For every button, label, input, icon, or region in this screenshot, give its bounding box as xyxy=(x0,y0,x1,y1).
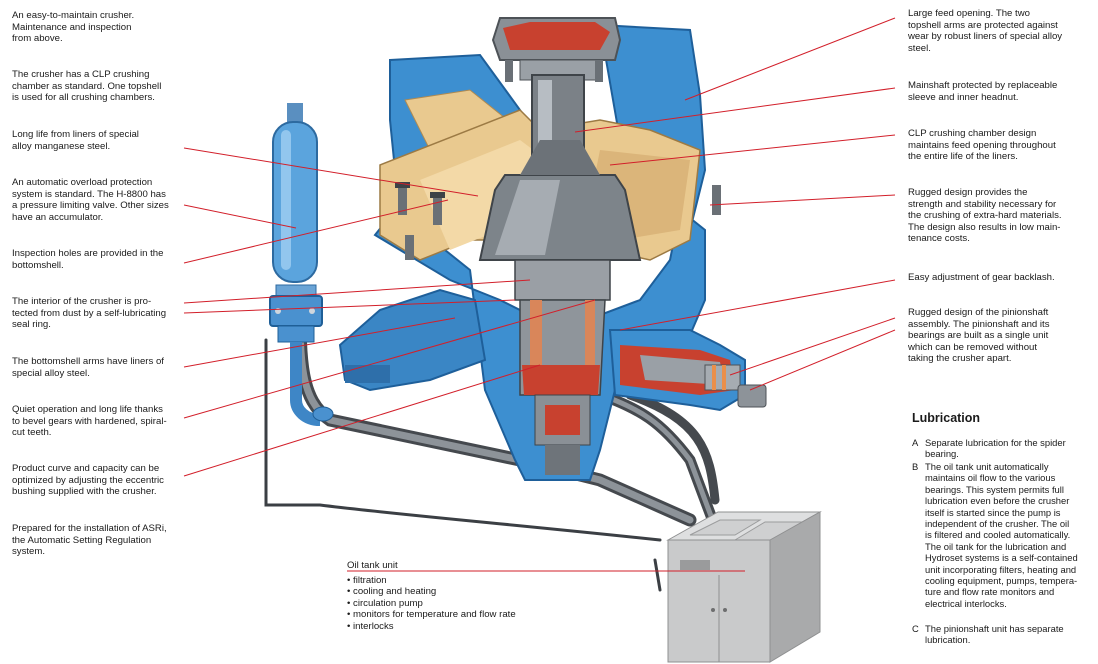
callout-eccentric-bushing: Product curve and capacity can be optimi… xyxy=(12,463,164,498)
lubrication-text: Separate lubrication for the spider bear… xyxy=(925,437,1066,460)
callout-gear-backlash: Easy adjustment of gear backlash. xyxy=(908,272,1055,283)
lubrication-key: B xyxy=(912,461,919,472)
accumulator xyxy=(269,103,334,426)
oil-tank-title: Oil tank unit xyxy=(347,560,398,571)
oil-tank-item: monitors for temperature and flow rate xyxy=(347,609,516,621)
callout-overload-protection: An automatic overload protection system … xyxy=(12,177,169,223)
oil-tank-item: cooling and heating xyxy=(347,586,516,598)
callout-clp-design: CLP crushing chamber design maintains fe… xyxy=(908,128,1056,163)
oil-tank-item: interlocks xyxy=(347,621,516,633)
callout-pinionshaft: Rugged design of the pinionshaft assembl… xyxy=(908,307,1050,365)
lubrication-text: The pinionshaft unit has separate lubric… xyxy=(925,623,1064,646)
callout-clp-chamber: The crusher has a CLP crushing chamber a… xyxy=(12,69,162,104)
lubrication-text: The oil tank unit automatically maintain… xyxy=(925,461,1078,609)
oil-tank-item: circulation pump xyxy=(347,598,516,610)
callout-long-life-liners: Long life from liners of special alloy m… xyxy=(12,129,139,152)
callout-bevel-gears: Quiet operation and long life thanks to … xyxy=(12,404,167,439)
callout-easy-maintain: An easy-to-maintain crusher. Maintenance… xyxy=(12,10,135,45)
lubrication-item-b: B The oil tank unit automatically mainta… xyxy=(912,461,1092,609)
oil-tank-callout: Oil tank unit filtration cooling and hea… xyxy=(347,560,516,633)
lubrication-title: Lubrication xyxy=(912,411,981,425)
callout-mainshaft: Mainshaft protected by replaceable sleev… xyxy=(908,80,1058,103)
callout-asri: Prepared for the installation of ASRi, t… xyxy=(12,523,167,558)
lubrication-item-a: A Separate lubrication for the spider be… xyxy=(912,437,1092,460)
oil-tank-unit xyxy=(666,511,822,663)
callout-inspection-holes: Inspection holes are provided in the bot… xyxy=(12,248,164,271)
oil-tank-list: filtration cooling and heating circulati… xyxy=(347,575,516,633)
lubrication-item-c: C The pinionshaft unit has separate lubr… xyxy=(912,623,1092,646)
callout-bottomshell-liners: The bottomshell arms have liners of spec… xyxy=(12,356,164,379)
callout-dust-seal: The interior of the crusher is pro- tect… xyxy=(12,296,167,331)
oil-tank-item: filtration xyxy=(347,575,516,587)
leader-lines xyxy=(183,17,896,572)
lubrication-key: C xyxy=(912,623,919,634)
callout-rugged-design: Rugged design provides the strength and … xyxy=(908,187,1062,245)
crusher-body xyxy=(338,17,767,481)
lubrication-key: A xyxy=(912,437,919,448)
callout-feed-opening: Large feed opening. The two topshell arm… xyxy=(908,8,1063,54)
